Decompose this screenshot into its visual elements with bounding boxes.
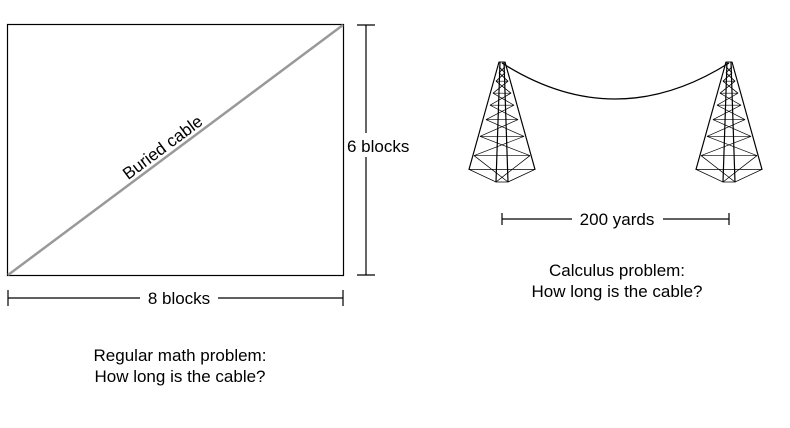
width-dimension: [7, 290, 344, 306]
right-caption-line1: Calculus problem:: [548, 261, 686, 280]
buried-cable-line: [7, 23, 344, 277]
span-label: 200 yards: [580, 210, 655, 229]
height-label: 6 blocks: [347, 137, 409, 156]
left-caption-line2: How long is the cable?: [94, 367, 266, 386]
hanging-cable: [501, 62, 730, 100]
rectangle-diagram: Buried cable 6 blocks 8 blocks: [6, 23, 419, 308]
width-label: 8 blocks: [148, 289, 210, 308]
span-dimension: [501, 213, 730, 225]
right-caption: Calculus problem: How long is the cable?: [497, 260, 737, 302]
right-caption-line2: How long is the cable?: [531, 282, 703, 301]
buried-cable-label: Buried cable: [119, 112, 206, 184]
block-rectangle: [6, 23, 345, 277]
left-caption-line1: Regular math problem:: [93, 346, 267, 365]
right-tower: [695, 61, 763, 183]
left-tower: [468, 61, 536, 183]
height-dimension: [345, 24, 419, 276]
left-caption: Regular math problem: How long is the ca…: [60, 345, 300, 387]
tower-diagram: 200 yards: [468, 61, 763, 229]
